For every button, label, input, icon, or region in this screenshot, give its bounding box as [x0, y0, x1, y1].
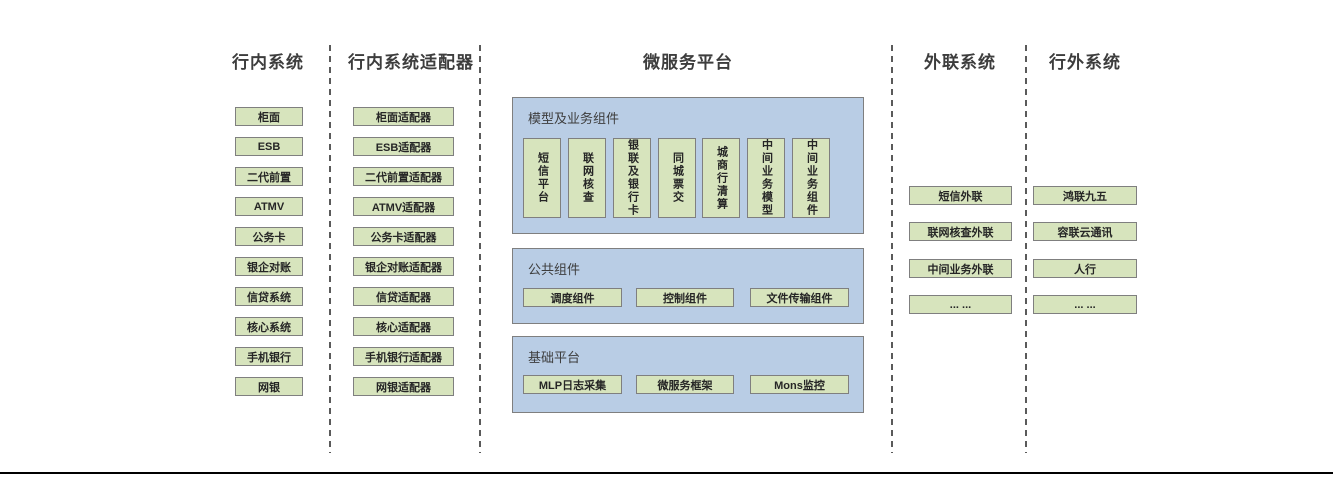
- node-external-system: 容联云通讯: [1033, 222, 1137, 241]
- node-adapter: ESB适配器: [353, 137, 454, 156]
- node-internal-system: 手机银行: [235, 347, 303, 366]
- divider-line: [1025, 45, 1027, 453]
- node-base-platform-component: MLP日志采集: [523, 375, 622, 394]
- node-platform-component: 银联及银行卡: [613, 138, 651, 218]
- divider-line: [479, 45, 481, 453]
- node-platform-component: 联网核查: [568, 138, 606, 218]
- node-internal-system: 信贷系统: [235, 287, 303, 306]
- node-adapter: 银企对账适配器: [353, 257, 454, 276]
- divider-line: [329, 45, 331, 453]
- node-base-platform-component: 微服务框架: [636, 375, 734, 394]
- node-adapter: 公务卡适配器: [353, 227, 454, 246]
- node-internal-system: ESB: [235, 137, 303, 156]
- node-outreach-system: 短信外联: [909, 186, 1012, 205]
- column-title-internal-systems: 行内系统: [232, 53, 304, 72]
- node-adapter: 信贷适配器: [353, 287, 454, 306]
- node-adapter: 手机银行适配器: [353, 347, 454, 366]
- column-title-outreach-systems: 外联系统: [924, 53, 996, 72]
- panel-base-platform: [512, 336, 864, 413]
- node-platform-component: 城商行清算: [702, 138, 740, 218]
- node-outreach-system: 联网核查外联: [909, 222, 1012, 241]
- panel-title-common-components: 公共组件: [528, 262, 581, 277]
- node-platform-component: 同城票交: [658, 138, 696, 218]
- node-internal-system: 网银: [235, 377, 303, 396]
- panel-common-components: [512, 248, 864, 324]
- bottom-rule: [0, 472, 1333, 474]
- column-title-microservice-platform: 微服务平台: [643, 53, 733, 72]
- node-internal-system: 二代前置: [235, 167, 303, 186]
- node-adapter: 柜面适配器: [353, 107, 454, 126]
- panel-title-base-platform: 基础平台: [528, 350, 581, 365]
- node-adapter: 核心适配器: [353, 317, 454, 336]
- node-internal-system: 公务卡: [235, 227, 303, 246]
- panel-title-model-business-components: 模型及业务组件: [528, 111, 620, 126]
- node-external-system: 鸿联九五: [1033, 186, 1137, 205]
- node-common-component: 文件传输组件: [750, 288, 849, 307]
- column-title-external-systems: 行外系统: [1049, 53, 1121, 72]
- divider-line: [891, 45, 893, 453]
- node-adapter: 网银适配器: [353, 377, 454, 396]
- node-platform-component: 短信平台: [523, 138, 561, 218]
- node-internal-system: ATMV: [235, 197, 303, 216]
- node-platform-component: 中间业务模型: [747, 138, 785, 218]
- node-adapter: ATMV适配器: [353, 197, 454, 216]
- node-common-component: 控制组件: [636, 288, 734, 307]
- node-adapter: 二代前置适配器: [353, 167, 454, 186]
- node-internal-system: 核心系统: [235, 317, 303, 336]
- node-outreach-system: 中间业务外联: [909, 259, 1012, 278]
- node-outreach-system-more: ... ...: [909, 295, 1012, 314]
- node-base-platform-component: Mons监控: [750, 375, 849, 394]
- node-external-system-more: ... ...: [1033, 295, 1137, 314]
- node-internal-system: 银企对账: [235, 257, 303, 276]
- node-common-component: 调度组件: [523, 288, 622, 307]
- node-external-system: 人行: [1033, 259, 1137, 278]
- node-internal-system: 柜面: [235, 107, 303, 126]
- column-title-internal-adapters: 行内系统适配器: [348, 53, 474, 72]
- node-platform-component: 中间业务组件: [792, 138, 830, 218]
